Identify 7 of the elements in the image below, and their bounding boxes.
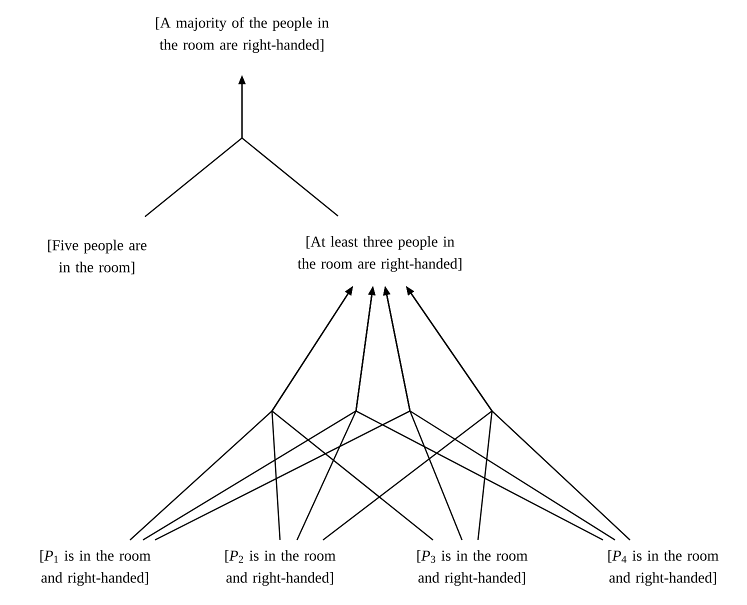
statement-text: [P$_{2}$ is in the room and right-handed] [225, 550, 336, 586]
statement-text: [P$_{1}$ is in the room and right-handed] [40, 550, 151, 586]
statement-text: [P$_{4}$ is in the room and right-handed] [608, 550, 719, 586]
statement-text: [At least three people in the room are right-handed] [298, 236, 462, 272]
statement-text: [P$_{3}$ is in the room and right-handed] [417, 550, 528, 586]
statement-text: [Five people are in the room] [48, 240, 146, 274]
statement-text: [A majority of the people in the room are right-handed] [156, 17, 329, 53]
